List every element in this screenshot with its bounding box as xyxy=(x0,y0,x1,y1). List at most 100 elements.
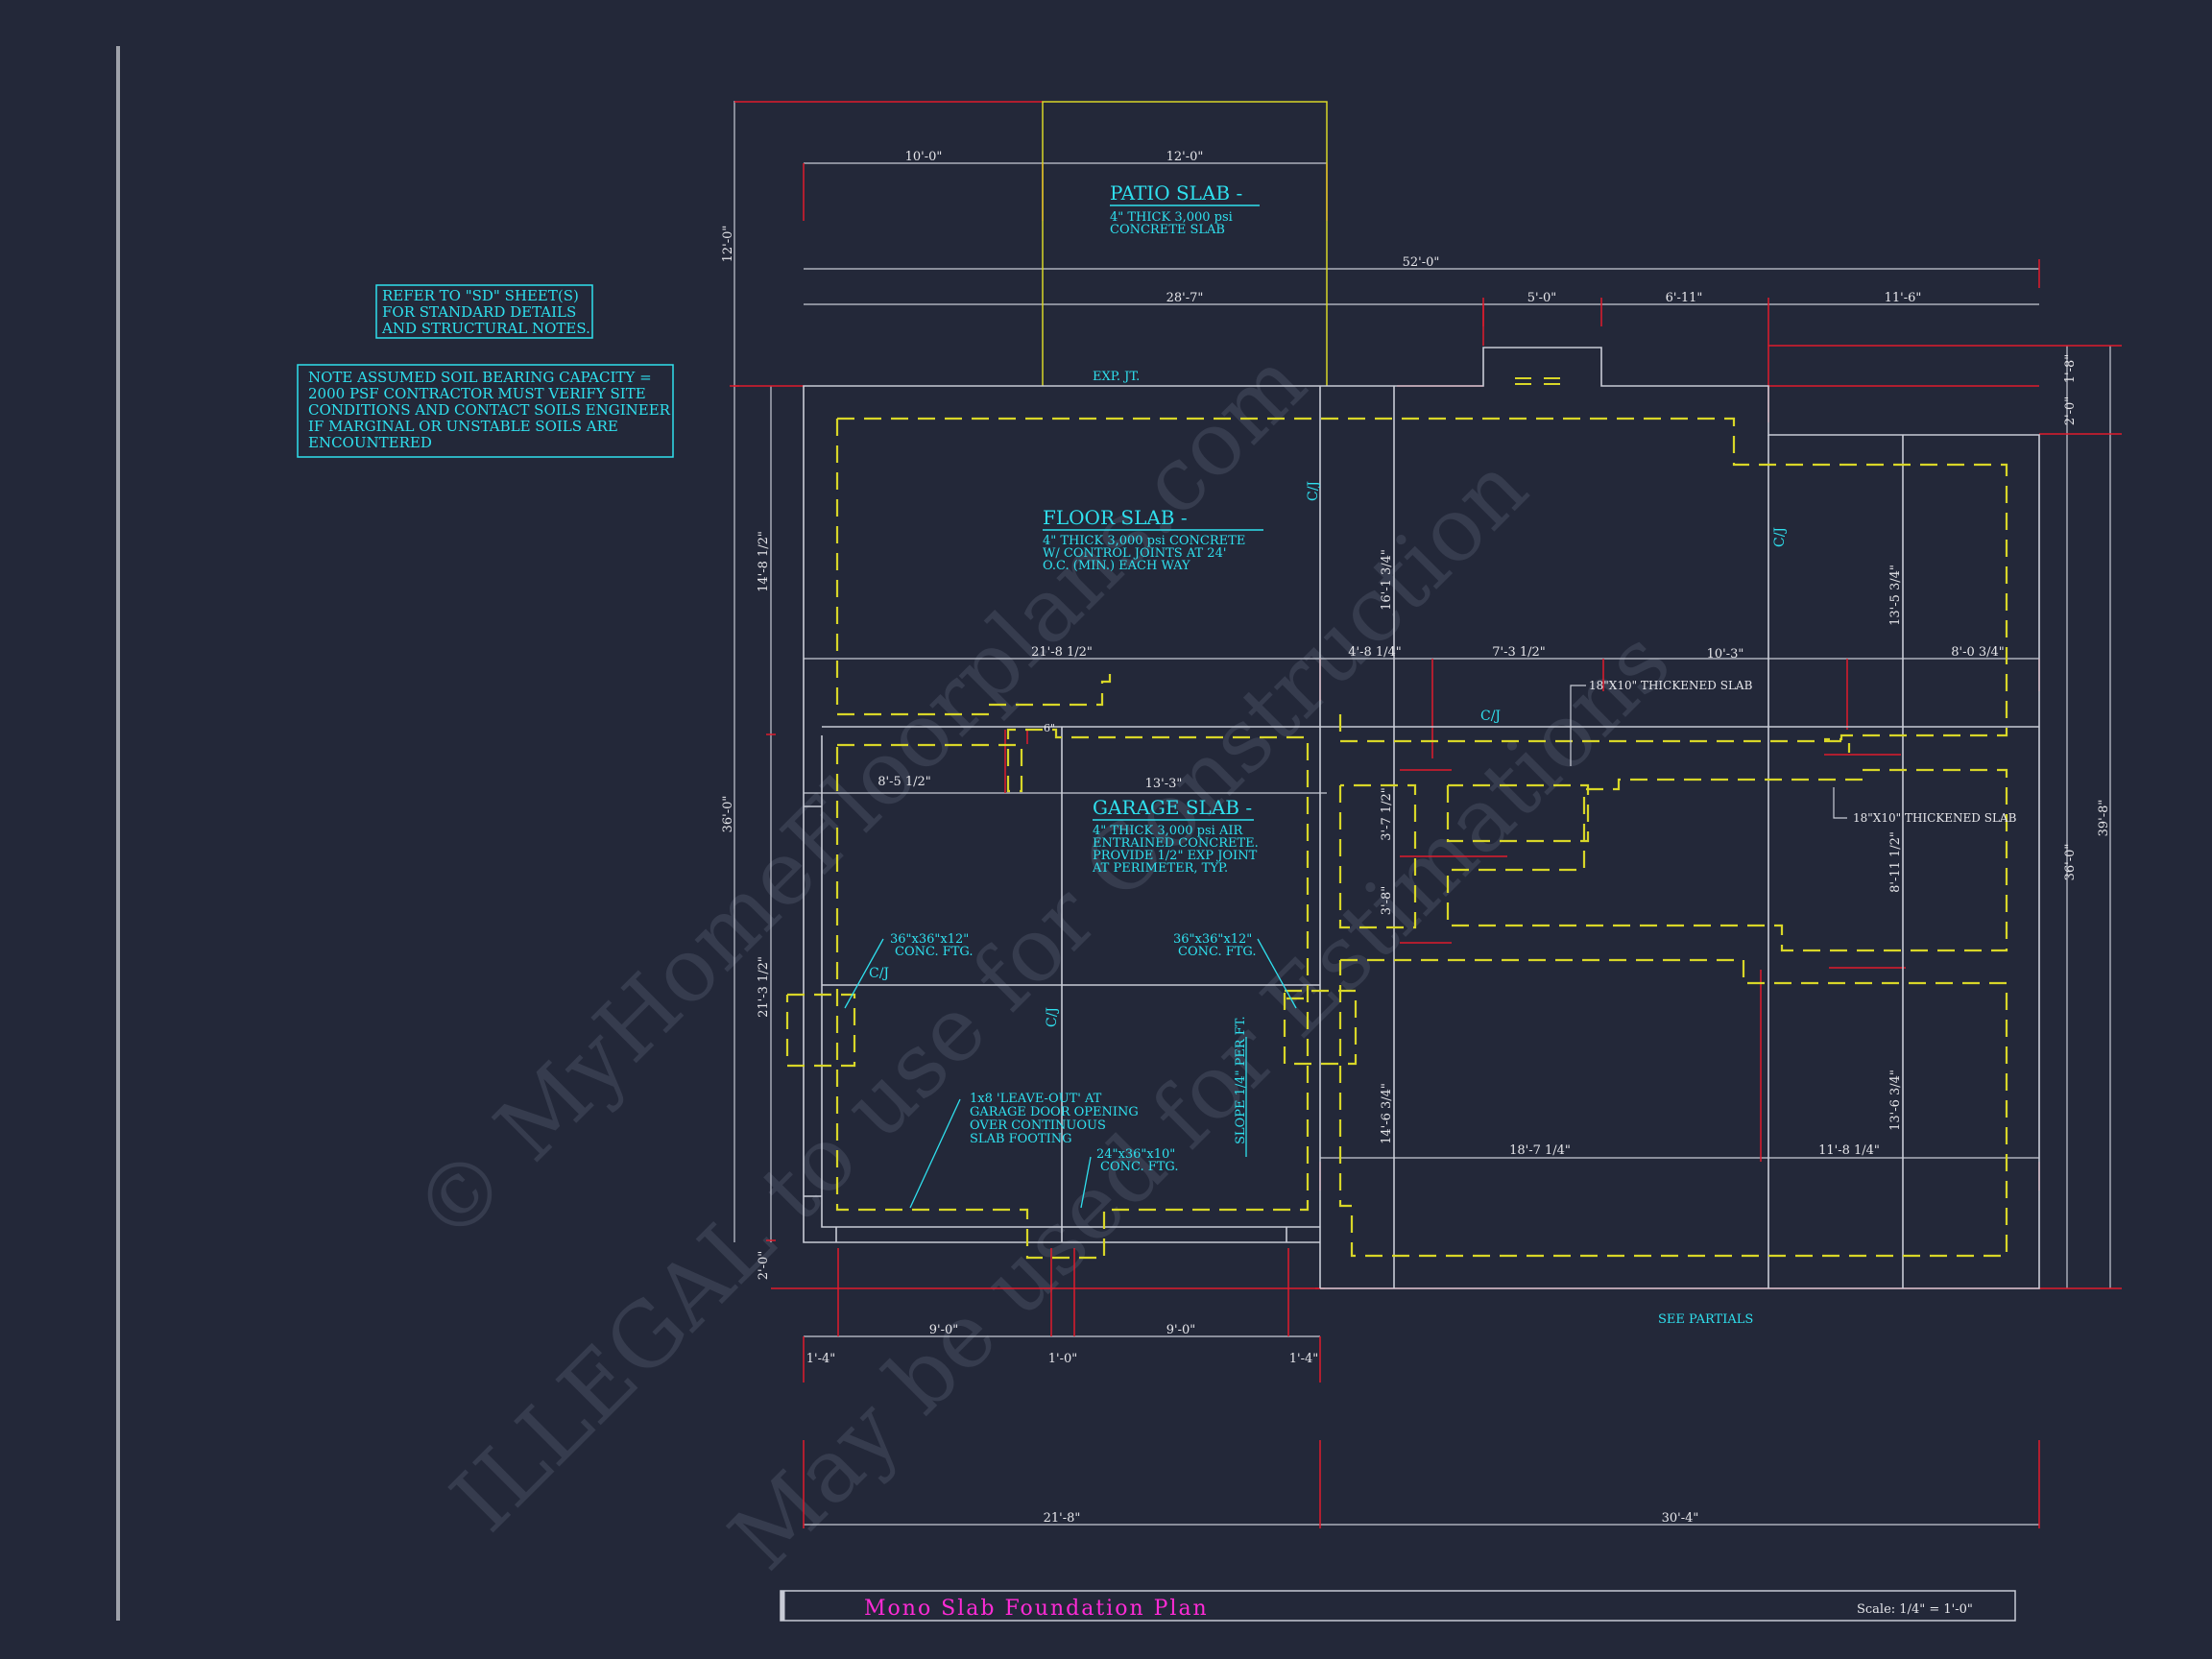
dim-top-52-0: 52'-0" xyxy=(1403,255,1440,270)
dim-top-28-7: 28'-7" xyxy=(1166,291,1204,305)
footing-left-label: 36"x36"x12" xyxy=(890,932,969,947)
note-soil-bearing: NOTE ASSUMED SOIL BEARING CAPACITY = 200… xyxy=(297,364,674,458)
dim-v-13-6-3qtr: 13'-6 3/4" xyxy=(1888,1070,1903,1131)
exp-joint-label: EXP. JT. xyxy=(1093,370,1140,384)
leave-out-note: SLAB FOOTING xyxy=(970,1132,1072,1146)
dim-mid-4-8-qtr: 4'-8 1/4" xyxy=(1348,645,1402,660)
footing-right-label: CONC. FTG. xyxy=(1178,945,1256,959)
dim-left-21-3-half: 21'-3 1/2" xyxy=(757,956,771,1018)
dim-bot-1-4-b: 1'-4" xyxy=(1289,1352,1319,1366)
footing-small-label: CONC. FTG. xyxy=(1100,1160,1178,1174)
dim-right-2-0: 2'-0" xyxy=(2063,397,2078,426)
dim-bot-1-0: 1'-0" xyxy=(1048,1352,1078,1366)
leave-out-note: GARAGE DOOR OPENING xyxy=(970,1105,1139,1119)
dim-mid-7-3-half: 7'-3 1/2" xyxy=(1492,645,1546,660)
dim-mid-10-3: 10'-3" xyxy=(1707,647,1744,661)
dim-top-5-0: 5'-0" xyxy=(1527,291,1557,305)
floor-slab-title: FLOOR SLAB - xyxy=(1043,506,1188,529)
dim-left-36-0: 36'-0" xyxy=(721,796,735,833)
dim-top-10-0: 10'-0" xyxy=(905,150,943,164)
garage-slab-desc: PROVIDE 1/2" EXP JOINT xyxy=(1093,849,1258,863)
dim-left-12-0: 12'-0" xyxy=(721,226,735,263)
dim-bot-30-4: 30'-4" xyxy=(1662,1511,1699,1526)
leader-lines xyxy=(1570,685,1847,819)
patio-slab-outline xyxy=(1042,101,1328,386)
note-refer-sd: REFER TO "SD" SHEET(S) FOR STANDARD DETA… xyxy=(375,284,593,339)
see-partials-note: SEE PARTIALS xyxy=(1658,1312,1753,1327)
dim-right-39-8: 39'-8" xyxy=(2097,800,2111,837)
control-joint-label: C/J xyxy=(1306,481,1321,501)
floor-slab-desc: O.C. (MIN.) EACH WAY xyxy=(1043,559,1190,573)
leave-out-note: 1x8 'LEAVE-OUT' AT xyxy=(970,1092,1102,1106)
footing-right-label: 36"x36"x12" xyxy=(1173,932,1252,947)
dim-garage-8-5-half: 8'-5 1/2" xyxy=(878,775,931,789)
dim-v-3-7-half: 3'-7 1/2" xyxy=(1380,787,1394,841)
drawing-scale: Scale: 1/4" = 1'-0" xyxy=(1857,1602,1973,1617)
dim-left-14-8-half: 14'-8 1/2" xyxy=(757,531,771,592)
garage-slab-desc: ENTRAINED CONCRETE. xyxy=(1093,836,1259,851)
dim-bot-9-0-a: 9'-0" xyxy=(929,1323,959,1337)
dim-v-14-6-3qtr: 14'-6 3/4" xyxy=(1380,1083,1394,1144)
patio-slab-title: PATIO SLAB - xyxy=(1110,181,1242,204)
dim-right-1-8: 1'-8" xyxy=(2063,354,2078,384)
note-soil-line: CONDITIONS AND CONTACT SOILS ENGINEER xyxy=(308,401,671,419)
slab-labels: PATIO SLAB - 4" THICK 3,000 psi CONCRETE… xyxy=(869,181,1788,1327)
note-soil-line: NOTE ASSUMED SOIL BEARING CAPACITY = xyxy=(308,369,652,386)
dim-bot-9-0-b: 9'-0" xyxy=(1166,1323,1196,1337)
building-outline xyxy=(803,347,2040,1289)
note-refer-sd-line: AND STRUCTURAL NOTES. xyxy=(381,320,590,337)
dim-bot-1-4-a: 1'-4" xyxy=(806,1352,836,1366)
dim-v-16-1-3qtr: 16'-1 3/4" xyxy=(1380,549,1394,611)
slope-note: SLOPE 1/4" PER FT. xyxy=(1234,1016,1248,1144)
note-refer-sd-line: FOR STANDARD DETAILS xyxy=(382,303,576,321)
patio-slab-desc: 4" THICK 3,000 psi xyxy=(1110,210,1233,225)
dim-v-8-11-half: 8'-11 1/2" xyxy=(1888,831,1903,893)
control-joint-label: C/J xyxy=(1045,1007,1060,1027)
garage-slab-title: GARAGE SLAB - xyxy=(1093,796,1252,819)
garage-slab-desc: 4" THICK 3,000 psi AIR xyxy=(1093,824,1243,838)
floor-slab-desc: 4" THICK 3,000 psi CONCRETE xyxy=(1043,534,1245,548)
control-joint-label: C/J xyxy=(869,966,889,981)
footing-dashed-lines xyxy=(785,417,2008,1260)
watermark: © MyHomeFloorplans.com ILLEGAL to use fo… xyxy=(394,331,1690,1590)
note-refer-sd-line: REFER TO "SD" SHEET(S) xyxy=(382,287,579,304)
floor-slab-desc: W/ CONTROL JOINTS AT 24' xyxy=(1043,546,1226,561)
thickened-slab-label: 18"X10" THICKENED SLAB xyxy=(1589,679,1753,692)
dim-left-2-0: 2'-0" xyxy=(757,1251,771,1281)
control-joint-label: C/J xyxy=(1480,709,1501,724)
drawing-title: Mono Slab Foundation Plan xyxy=(864,1597,1209,1621)
control-joint-label: C/J xyxy=(1772,527,1788,547)
note-soil-line: IF MARGINAL OR UNSTABLE SOILS ARE xyxy=(308,418,618,435)
dim-bot-21-8: 21'-8" xyxy=(1044,1511,1081,1526)
patio-slab-desc: CONCRETE SLAB xyxy=(1110,223,1225,237)
dim-mid-8-0-3qtr: 8'-0 3/4" xyxy=(1951,645,2005,660)
dim-right-36-0: 36'-0" xyxy=(2063,844,2078,881)
dim-mid-21-8-half: 21'-8 1/2" xyxy=(1031,645,1093,660)
leave-out-note: OVER CONTINUOUS xyxy=(970,1118,1106,1133)
dimension-text: 10'-0" 12'-0" 52'-0" 28'-7" 5'-0" 6'-11"… xyxy=(721,150,2111,1526)
dimension-lines xyxy=(733,101,2111,1526)
note-soil-line: 2000 PSF CONTRACTOR MUST VERIFY SITE xyxy=(308,385,646,402)
dim-v-3-8: 3'-8" xyxy=(1380,886,1394,916)
note-soil-frame xyxy=(297,364,674,458)
dim-top-6-11: 6'-11" xyxy=(1666,291,1703,305)
dim-top-11-6: 11'-6" xyxy=(1885,291,1922,305)
exp-joint-marks xyxy=(1515,377,1560,385)
thickened-slab-label: 18"X10" THICKENED SLAB xyxy=(1853,811,2017,825)
dim-top-12-0: 12'-0" xyxy=(1166,150,1204,164)
thickened-slab-labels: 18"X10" THICKENED SLAB 18"X10" THICKENED… xyxy=(1589,679,2017,825)
dim-right-11-8-qtr: 11'-8 1/4" xyxy=(1818,1143,1880,1158)
note-refer-sd-frame xyxy=(375,284,593,339)
note-soil-line: ENCOUNTERED xyxy=(308,434,432,451)
dim-right-18-7-qtr: 18'-7 1/4" xyxy=(1509,1143,1571,1158)
footing-left-label: CONC. FTG. xyxy=(895,945,973,959)
dim-garage-13-3: 13'-3" xyxy=(1145,777,1183,791)
garage-slab-desc: AT PERIMETER, TYP. xyxy=(1092,861,1228,876)
title-block: Mono Slab Foundation Plan Scale: 1/4" = … xyxy=(780,1590,2016,1622)
cyan-leader-lines xyxy=(844,938,1297,1209)
dim-v-13-5-3qtr: 13'-5 3/4" xyxy=(1888,565,1903,626)
footing-small-label: 24"x36"x10" xyxy=(1096,1147,1175,1162)
dim-small-6: 6" xyxy=(1044,722,1055,734)
